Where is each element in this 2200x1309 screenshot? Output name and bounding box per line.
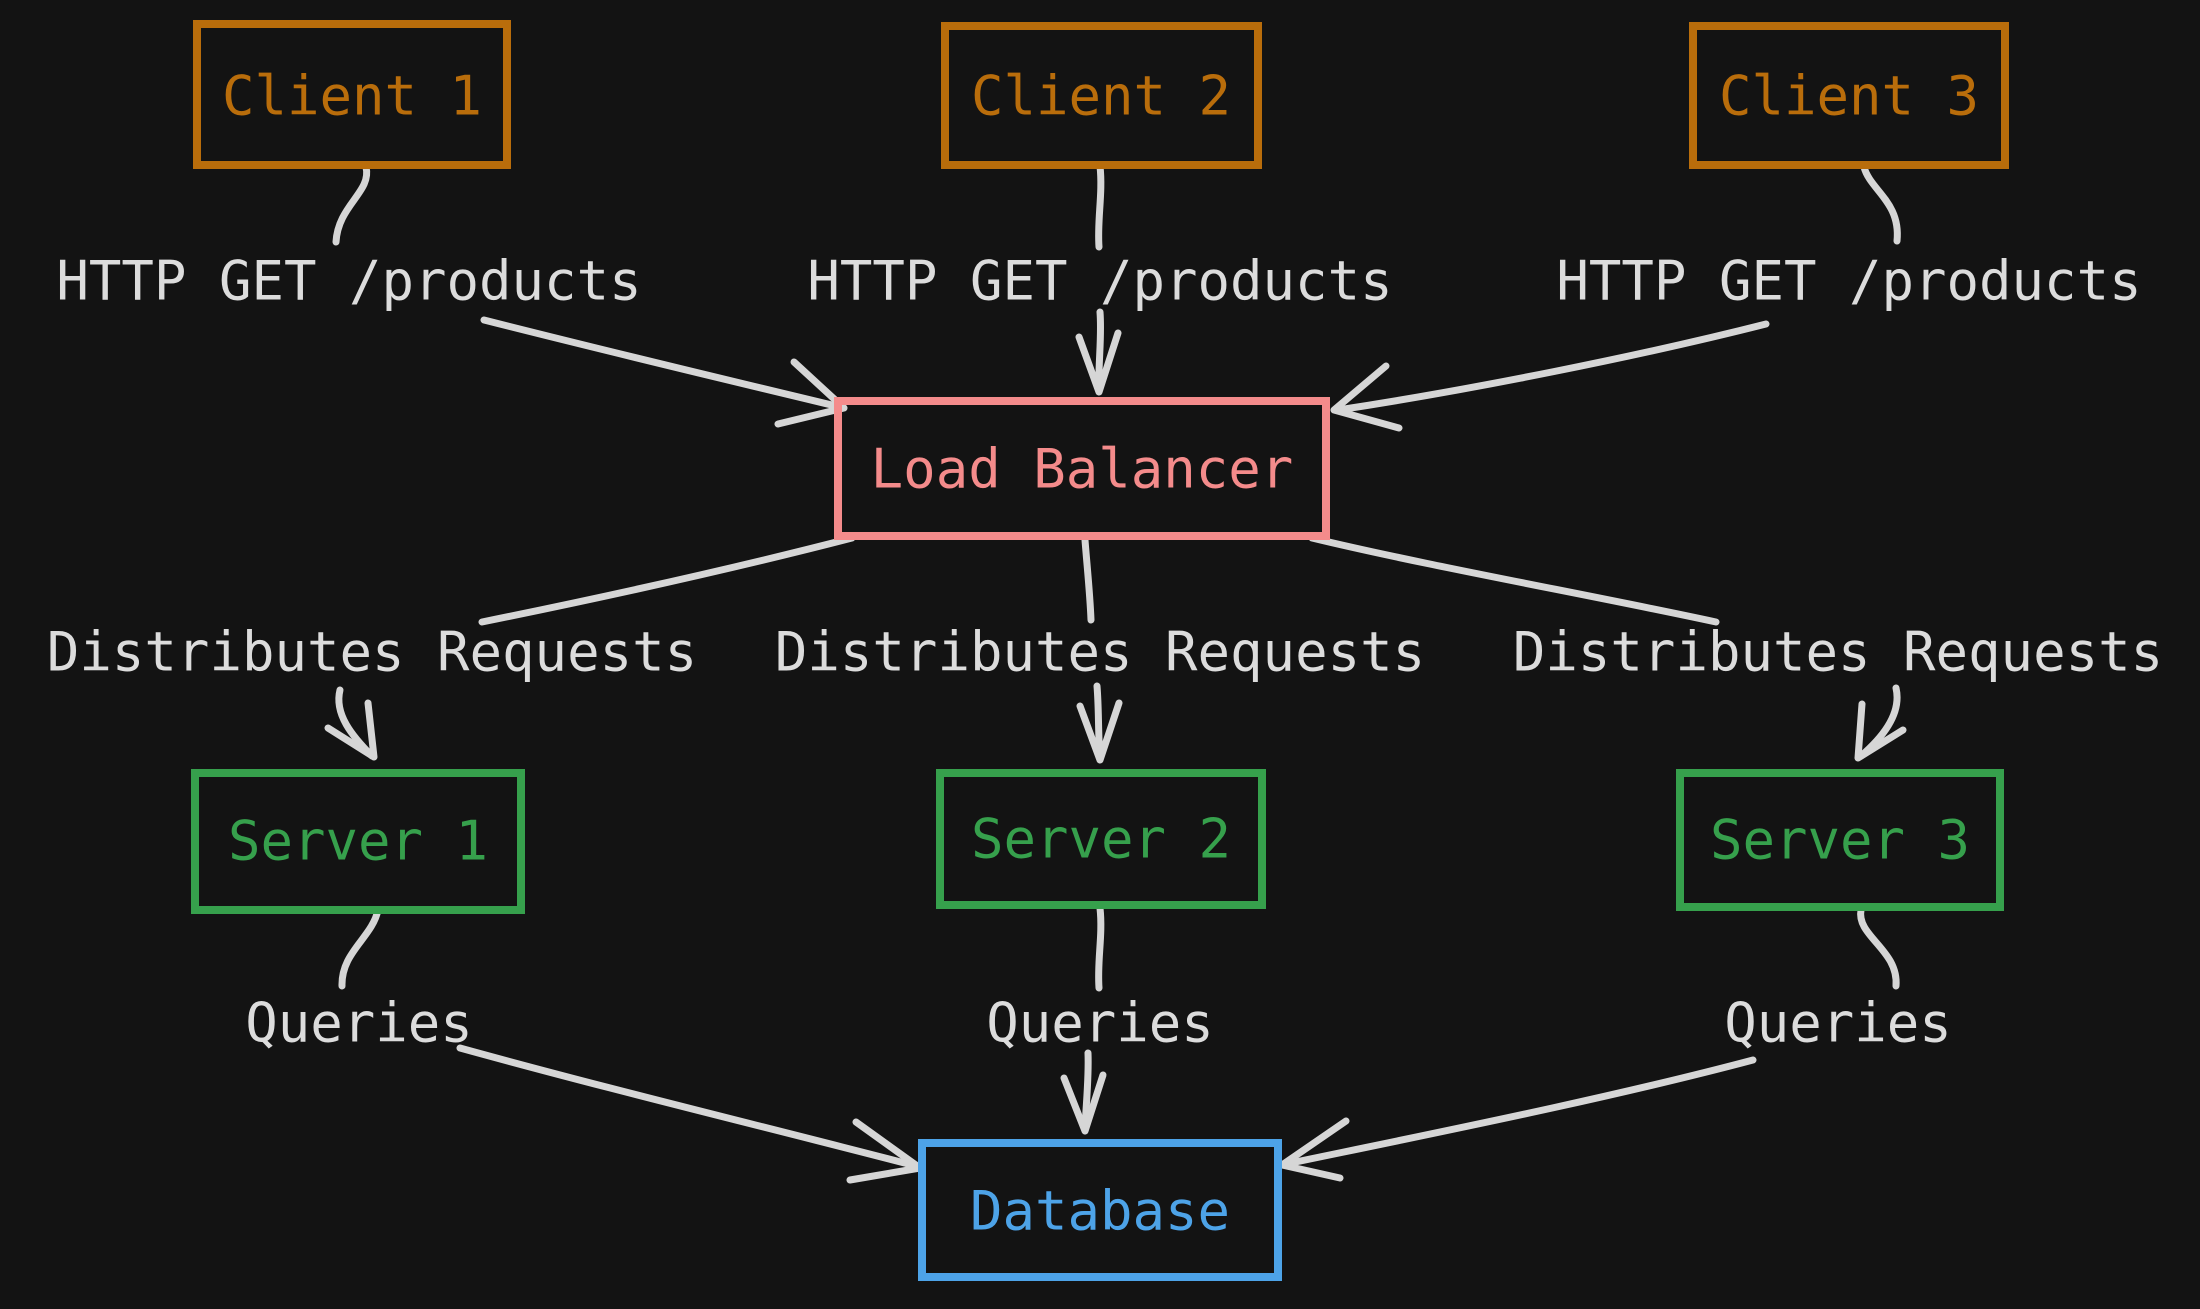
client-1-box: [193, 20, 511, 169]
arrowhead-into-database-right: [1278, 1117, 1350, 1182]
edge-client2-stub: [1095, 162, 1105, 251]
edge-label-distributes-3: Distributes Requests: [1513, 621, 2163, 684]
edge-queries1-to-database: [456, 1044, 920, 1170]
edge-labels-layer: HTTP GET /products HTTP GET /products HT…: [47, 250, 2163, 1055]
edge-label-queries-2: Queries: [986, 992, 1214, 1055]
edge-server1-stub: [338, 906, 382, 990]
edge-server2-stub: [1095, 904, 1105, 992]
server-2-box: [936, 769, 1266, 909]
edge-label-queries-3: Queries: [1724, 992, 1952, 1055]
node-client-1: Client 1: [193, 20, 511, 169]
edge-label-queries-1: Queries: [245, 992, 473, 1055]
edge-client1-stub: [332, 163, 371, 246]
node-database: Database: [918, 1139, 1282, 1281]
server-3-box: [1676, 769, 2004, 911]
client-2-label: Client 2: [971, 65, 1231, 128]
arrowhead-into-server2: [1076, 699, 1123, 764]
edge-queries3-to-database: [1282, 1056, 1757, 1168]
node-load-balancer: Load Balancer: [834, 397, 1330, 540]
client-3-label: Client 3: [1719, 65, 1979, 128]
arrowhead-into-loadbalancer-right: [1330, 362, 1403, 432]
arrowhead-into-database-top: [1060, 1071, 1107, 1135]
node-client-2: Client 2: [941, 22, 1262, 169]
arrowhead-into-server3: [1854, 700, 1907, 762]
arrowhead-into-loadbalancer-top: [1075, 329, 1122, 396]
server-3-label: Server 3: [1710, 809, 1970, 872]
load-balancer-label: Load Balancer: [871, 438, 1294, 501]
client-1-label: Client 1: [222, 65, 482, 128]
server-1-label: Server 1: [228, 810, 488, 873]
edges-layer: [324, 162, 1907, 1184]
edge-loadbalancer-to-label2: [1081, 536, 1095, 624]
arrowhead-into-database-left: [846, 1118, 924, 1184]
arrowhead-into-server1: [324, 699, 378, 761]
edge-loadbalancer-to-label3: [1308, 534, 1720, 626]
edge-label-distributes-1: Distributes Requests: [47, 621, 697, 684]
client-3-box: [1689, 22, 2009, 169]
node-server-2: Server 2: [936, 769, 1266, 909]
node-server-3: Server 3: [1676, 769, 2004, 911]
node-server-1: Server 1: [191, 769, 525, 914]
edge-loadbalancer-to-label1: [478, 534, 856, 626]
database-label: Database: [970, 1180, 1230, 1243]
edge-client3-to-loadbalancer: [1334, 320, 1770, 414]
edge-label-distributes-2: Distributes Requests: [775, 621, 1425, 684]
edge-server3-stub: [1857, 906, 1900, 990]
load-balancer-box: [834, 397, 1330, 540]
edge-label-http-get-2: HTTP GET /products: [807, 250, 1392, 313]
node-client-3: Client 3: [1689, 22, 2009, 169]
edge-label-http-get-3: HTTP GET /products: [1556, 250, 2141, 313]
client-2-box: [941, 22, 1262, 169]
server-2-label: Server 2: [971, 808, 1231, 871]
server-1-box: [191, 769, 525, 914]
edge-client3-stub: [1860, 163, 1901, 245]
edge-client1-to-loadbalancer: [480, 316, 844, 411]
edge-label-http-get-1: HTTP GET /products: [56, 250, 641, 313]
database-box: [918, 1139, 1282, 1281]
